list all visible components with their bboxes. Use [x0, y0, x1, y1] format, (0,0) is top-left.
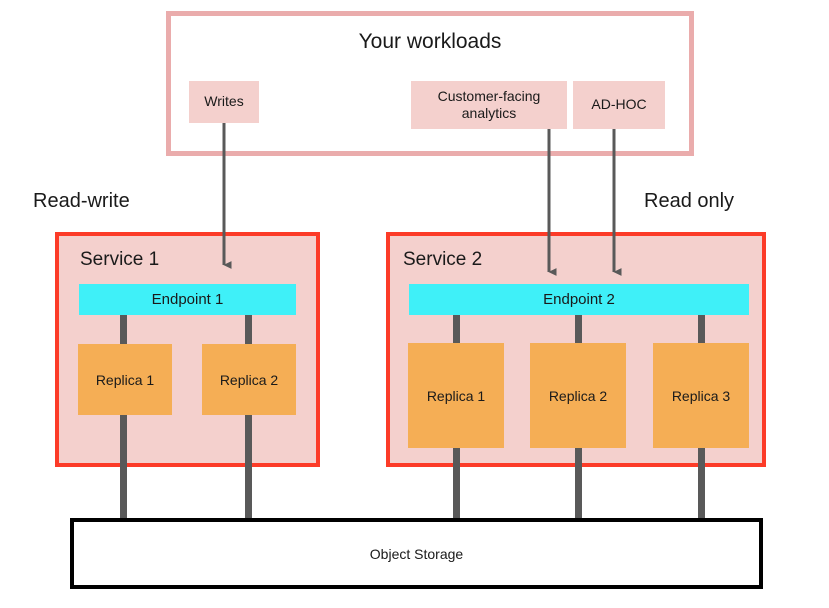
- workload-chip-writes[interactable]: Writes: [189, 81, 259, 123]
- service-1-title: Service 1: [80, 249, 160, 270]
- service-2-replica-2[interactable]: Replica 2: [530, 343, 626, 448]
- connector-s2-endpoint-to-replica3: [698, 315, 705, 344]
- service-1-replica-1[interactable]: Replica 1: [78, 344, 172, 415]
- connector-s1-endpoint-to-replica1: [120, 315, 127, 345]
- service-1-endpoint[interactable]: Endpoint 1: [79, 284, 296, 315]
- service-2-replica-1[interactable]: Replica 1: [408, 343, 504, 448]
- service-2-title: Service 2: [403, 249, 483, 270]
- service-1-replica-2[interactable]: Replica 2: [202, 344, 296, 415]
- connector-s1-replica1-to-storage: [120, 415, 127, 520]
- connector-s2-replica3-to-storage: [698, 448, 705, 520]
- workload-chip-customer-facing-analytics[interactable]: Customer-facing analytics: [411, 81, 567, 129]
- workload-chip-ad-hoc[interactable]: AD-HOC: [573, 81, 665, 129]
- connector-s1-replica1-stem: [120, 415, 127, 467]
- connector-s1-replica2-to-storage: [245, 415, 252, 520]
- workloads-container: [166, 11, 694, 156]
- workloads-title: Your workloads: [358, 30, 502, 53]
- connector-s2-replica2-stem: [575, 448, 582, 467]
- connector-s1-endpoint-to-replica2: [245, 315, 252, 345]
- connector-s2-replica1-to-storage: [453, 448, 460, 520]
- service-2-replica-3[interactable]: Replica 3: [653, 343, 749, 448]
- annotation-read-write: Read-write: [33, 190, 130, 212]
- connector-s2-replica2-to-storage: [575, 448, 582, 520]
- connector-s2-replica3-stem: [698, 448, 705, 467]
- connector-s2-endpoint-to-replica1: [453, 315, 460, 344]
- object-storage-box[interactable]: Object Storage: [70, 518, 763, 589]
- annotation-read-only: Read only: [644, 190, 735, 212]
- connector-s1-replica2-stem: [245, 415, 252, 467]
- connector-s2-replica1-stem: [453, 448, 460, 467]
- connector-s2-endpoint-to-replica2: [575, 315, 582, 344]
- service-2-endpoint[interactable]: Endpoint 2: [409, 284, 749, 315]
